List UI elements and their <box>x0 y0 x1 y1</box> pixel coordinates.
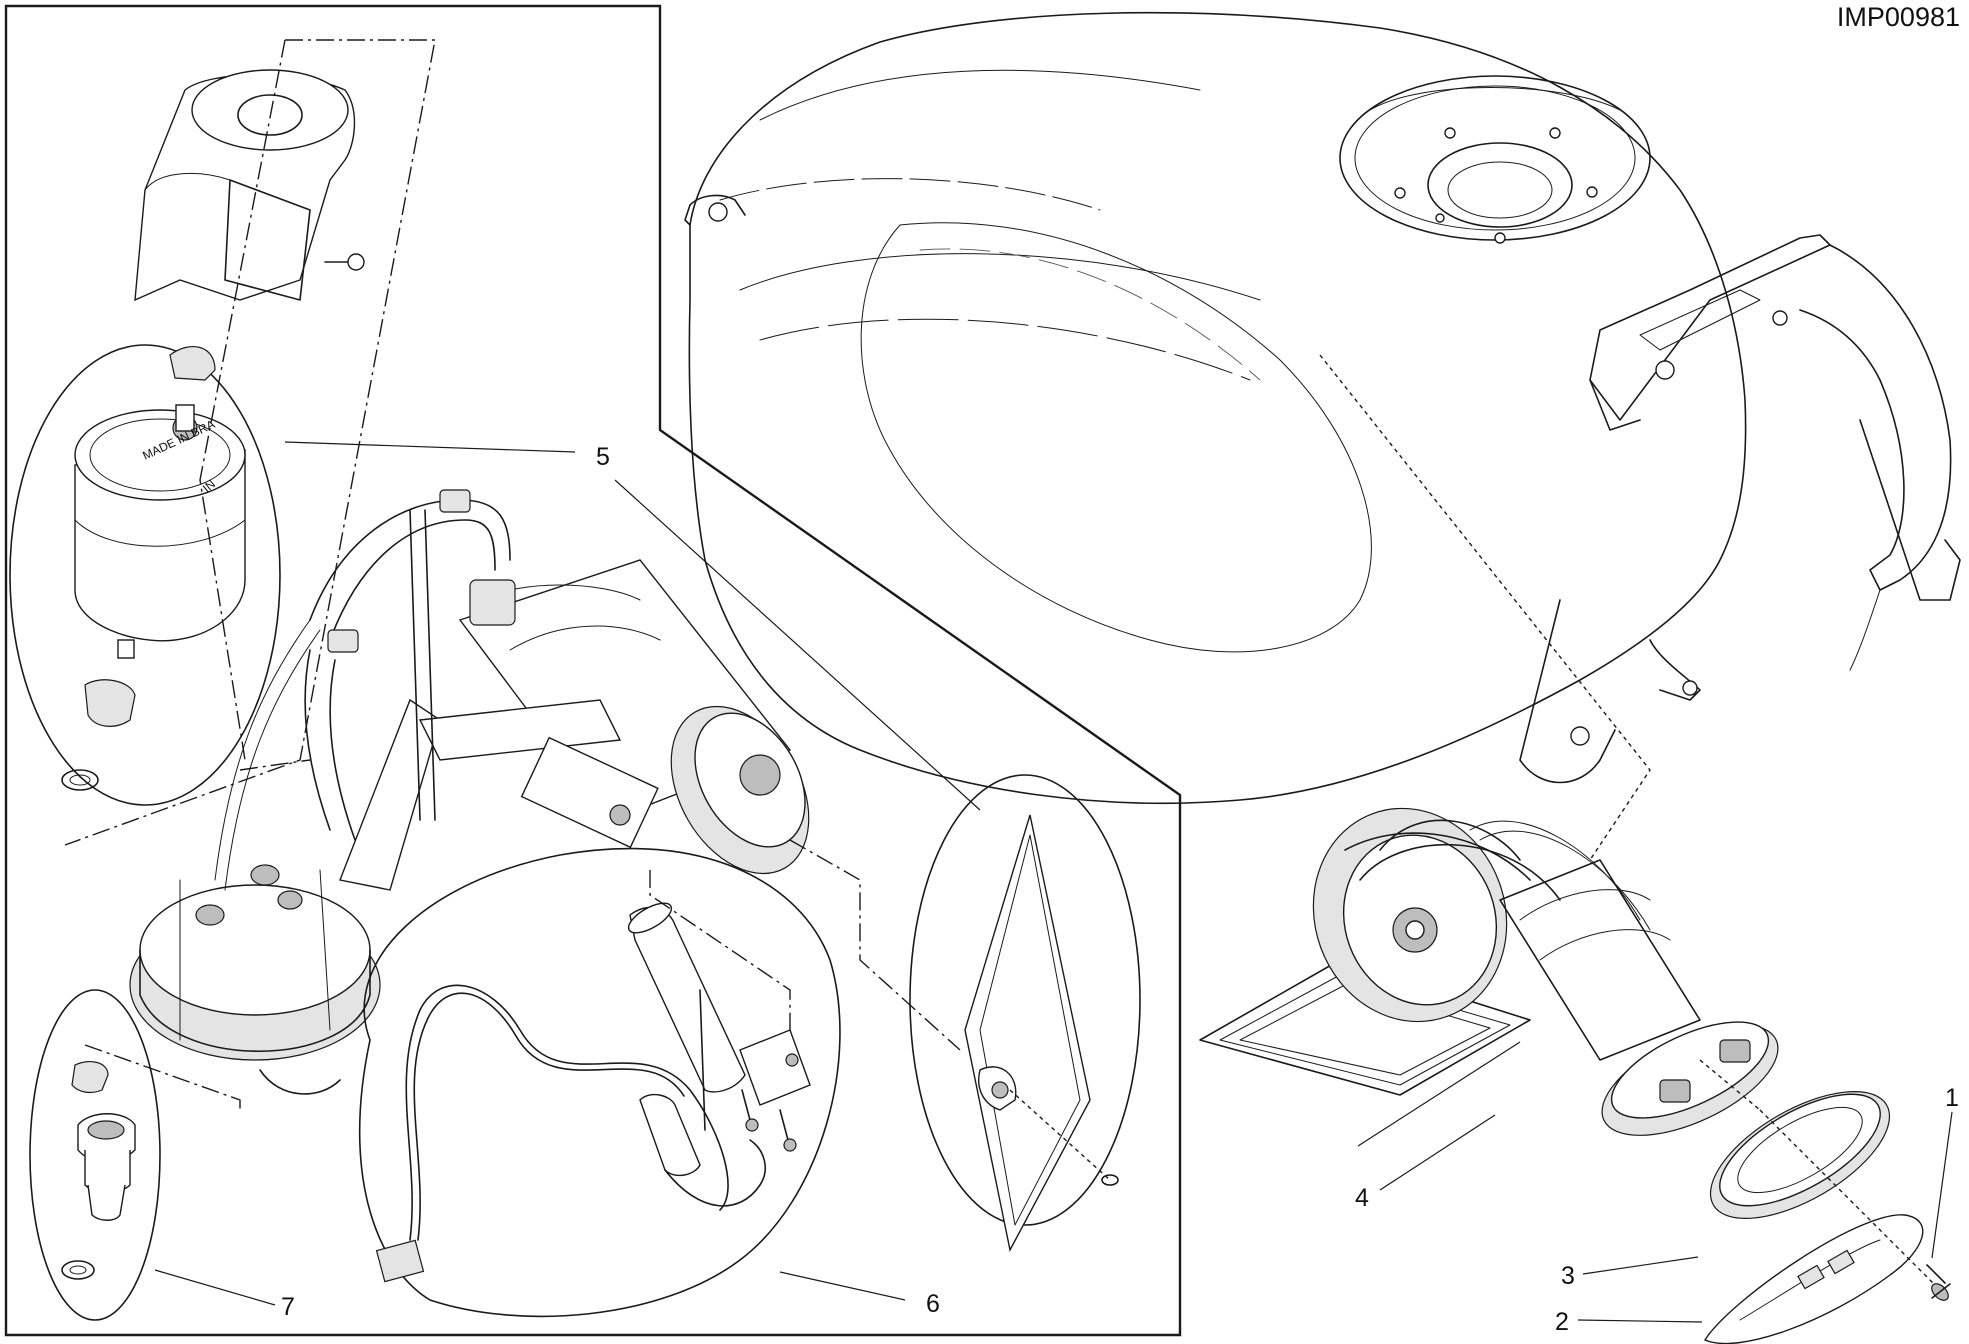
filler-cap-recess <box>1339 75 1651 244</box>
callout-6: 6 <box>926 1290 940 1318</box>
gasket <box>1703 1214 1924 1344</box>
leader-lines <box>154 441 1953 1323</box>
guide-line-motor <box>789 839 961 1051</box>
guide-line-filter <box>64 39 436 846</box>
rear-bracket <box>1589 234 1961 671</box>
callout-2: 2 <box>1555 1308 1569 1336</box>
level-sender <box>358 847 841 1318</box>
fuel-pump-assembly-installed <box>1199 807 1779 1136</box>
fuel-tank <box>684 11 1961 861</box>
inset-panel-border <box>4 4 1182 1337</box>
callout-3: 3 <box>1561 1262 1575 1290</box>
filter-cover <box>134 69 365 302</box>
fuel-pump-module <box>129 489 810 1095</box>
callout-7: 7 <box>281 1293 295 1321</box>
screw <box>1759 1109 1951 1301</box>
gasket-detail <box>909 774 1141 1253</box>
guide-line-filter-2 <box>199 39 286 761</box>
filter-assembly: MADE IN BRA IN <box>9 344 281 806</box>
pressure-regulator <box>29 989 241 1321</box>
reference-code: IMP00981 <box>1837 2 1960 32</box>
callout-5: 5 <box>596 443 610 471</box>
callout-4: 4 <box>1355 1184 1369 1212</box>
callout-1: 1 <box>1945 1084 1959 1112</box>
